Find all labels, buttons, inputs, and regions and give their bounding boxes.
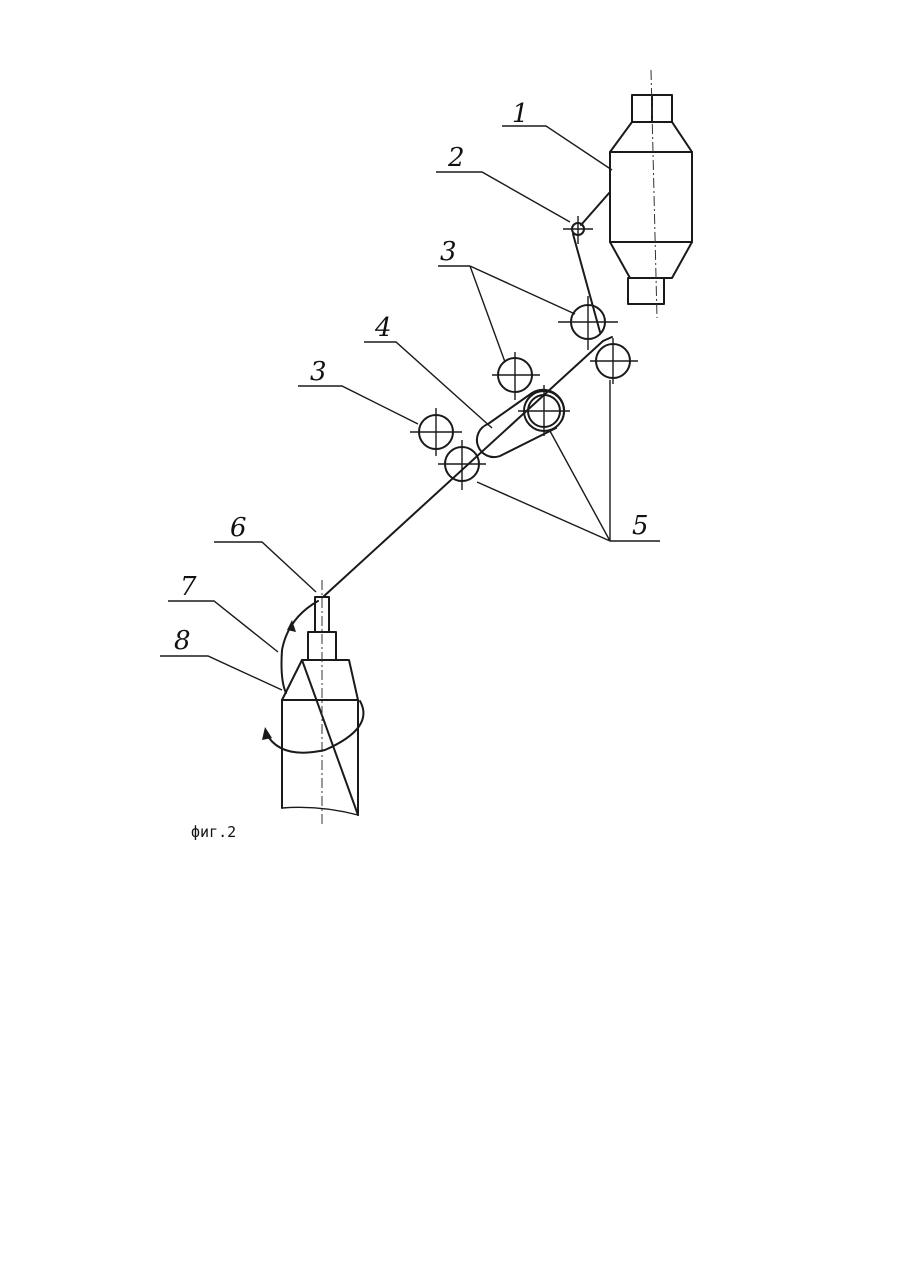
label-3-upper: 3	[440, 237, 457, 267]
label-7: 7	[180, 572, 197, 602]
leader-lines	[160, 126, 660, 690]
take-up-package	[282, 580, 358, 825]
label-4: 4	[374, 313, 392, 343]
roller-5-upper	[590, 338, 638, 384]
yarn-path	[323, 192, 612, 597]
label-2: 2	[447, 143, 465, 173]
belt-apron	[477, 390, 564, 457]
label-5: 5	[632, 511, 649, 541]
label-3-lower: 3	[310, 357, 327, 387]
roller-3-upper	[558, 296, 618, 350]
roller-5-middle	[518, 385, 570, 436]
rotation-arrows	[262, 601, 363, 753]
label-8: 8	[174, 626, 191, 656]
label-6: 6	[230, 513, 247, 543]
label-1: 1	[512, 99, 529, 129]
figure-caption: фиг.2	[191, 823, 236, 841]
feed-package	[610, 70, 692, 318]
